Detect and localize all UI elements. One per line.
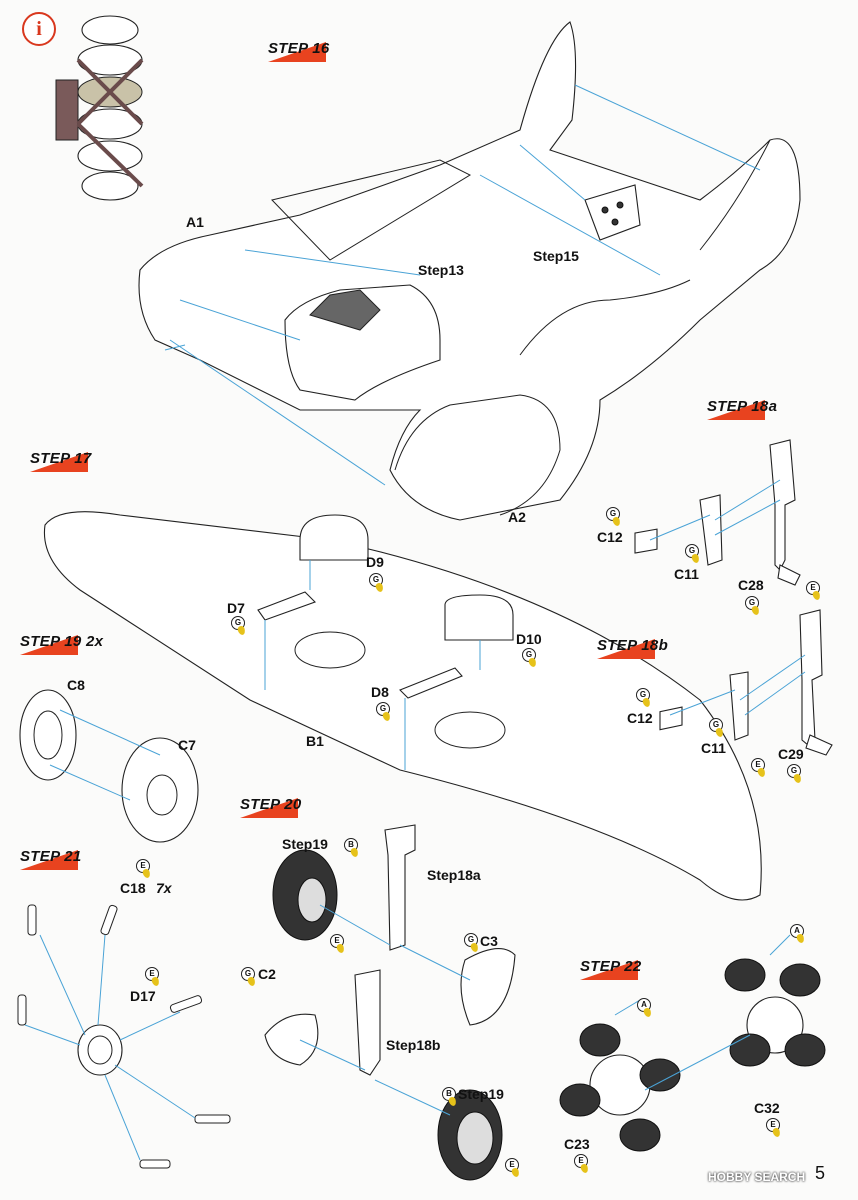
part-label-c11-18b: C11 <box>701 740 726 756</box>
watermark: HOBBY SEARCH <box>708 1170 806 1184</box>
part-label-a2: A2 <box>508 509 526 525</box>
color-code-marker: E <box>751 758 765 772</box>
color-code-marker: E <box>136 859 150 873</box>
part-label-d10: D10 <box>516 631 542 647</box>
part-label-c3: C3 <box>480 933 498 949</box>
part-label-c12-18b: C12 <box>627 710 653 726</box>
part-label-step19-a: Step19 <box>282 836 328 852</box>
part-label-c23: C23 <box>564 1136 590 1152</box>
step22-drawing <box>559 934 826 1152</box>
color-code-marker: E <box>145 967 159 981</box>
part-label-step13: Step13 <box>418 262 464 278</box>
part-label-step19-b: Step19 <box>458 1086 504 1102</box>
part-label-step18b: Step18b <box>386 1037 441 1053</box>
color-code-marker: G <box>745 596 759 610</box>
page-number: 5 <box>815 1163 826 1183</box>
step20-drawing <box>264 824 516 1181</box>
color-code-marker: G <box>231 616 245 630</box>
part-label-c11-18a: C11 <box>674 566 699 582</box>
color-code-marker: E <box>766 1118 780 1132</box>
part-label-c2: C2 <box>258 966 276 982</box>
part-label-c28: C28 <box>738 577 764 593</box>
color-code-marker: G <box>787 764 801 778</box>
color-code-marker: G <box>369 573 383 587</box>
part-label-c18: C18 <box>120 880 146 896</box>
step19-drawing <box>19 689 199 843</box>
part-label-c18-qty: 7x <box>156 880 172 896</box>
engine-thumbnail <box>55 15 144 201</box>
step18a-drawing <box>634 439 801 586</box>
part-label-d7: D7 <box>227 600 245 616</box>
color-code-marker: G <box>636 688 650 702</box>
part-label-step15: Step15 <box>533 248 579 264</box>
part-label-d9: D9 <box>366 554 384 570</box>
color-code-marker: A <box>790 924 804 938</box>
part-label-c29: C29 <box>778 746 804 762</box>
info-icon: i <box>22 12 56 46</box>
part-label-d17: D17 <box>130 988 156 1004</box>
color-code-marker: G <box>522 648 536 662</box>
color-code-marker: E <box>505 1158 519 1172</box>
color-code-marker: G <box>241 967 255 981</box>
color-code-marker: G <box>376 702 390 716</box>
fuselage-drawing <box>138 21 801 521</box>
part-label-c32: C32 <box>754 1100 780 1116</box>
part-label-step18a: Step18a <box>427 867 481 883</box>
color-code-marker: G <box>709 718 723 732</box>
color-code-marker: G <box>685 544 699 558</box>
color-code-marker: G <box>606 507 620 521</box>
color-code-marker: B <box>442 1087 456 1101</box>
color-code-marker: E <box>806 581 820 595</box>
color-code-marker: G <box>464 933 478 947</box>
wing-drawing <box>43 511 762 901</box>
part-label-c12-18a: C12 <box>597 529 623 545</box>
color-code-marker: E <box>330 934 344 948</box>
color-code-marker: E <box>574 1154 588 1168</box>
part-label-c7: C7 <box>178 737 196 753</box>
step21-drawing <box>17 904 231 1169</box>
part-label-d8: D8 <box>371 684 389 700</box>
color-code-marker: B <box>344 838 358 852</box>
step18b-drawing <box>659 609 833 756</box>
color-code-marker: A <box>637 998 651 1012</box>
part-label-c8: C8 <box>67 677 85 693</box>
part-label-b1: B1 <box>306 733 324 749</box>
part-label-a1: A1 <box>186 214 204 230</box>
